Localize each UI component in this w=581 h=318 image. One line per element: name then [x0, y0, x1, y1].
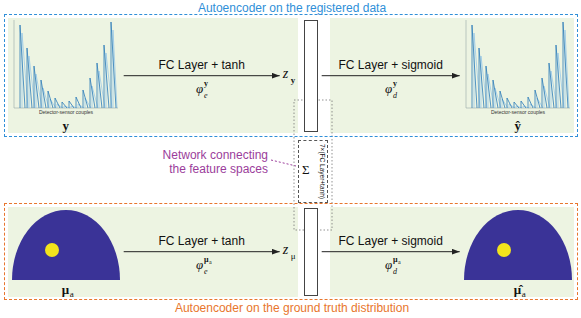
variable-subscript: a — [70, 289, 74, 299]
function-symbol: φ — [385, 81, 392, 96]
function-superscript: μ — [393, 255, 398, 264]
variable-subscript: a — [522, 289, 526, 299]
function-superscript: y — [204, 79, 208, 88]
sum-symbol: Σ — [302, 162, 310, 177]
encoder-group-box: Autoencoder on the registered datayzyŷ — [4, 14, 578, 137]
variable-label: μ̂ — [514, 282, 521, 297]
latent-subscript: μ — [291, 251, 296, 261]
absorption-image-node: μa — [10, 206, 122, 298]
reconstructed-absorption-node: μ̂a — [462, 206, 574, 298]
function-subscript: d — [393, 91, 397, 100]
connecting-network-box: Σ 7×(FC Layer+tanh) — [298, 140, 328, 203]
latent-vector-rect — [304, 208, 318, 296]
plot-axis — [14, 20, 118, 108]
absorption-map — [12, 210, 120, 280]
axis-label: Detector-sensor couples — [39, 109, 93, 115]
signal-trace-light — [22, 30, 117, 108]
layer-count-label: 7×(FC Layer+tanh) — [319, 144, 327, 199]
latent-code-box: zy — [282, 20, 320, 132]
latent-code-box: zμ — [282, 208, 320, 296]
spectrum-plot-reconstructed — [466, 20, 570, 108]
half-disk — [12, 210, 120, 280]
edge-label: FC Layer + tanh — [158, 234, 244, 248]
variable-label: ŷ — [514, 118, 521, 133]
function-symbol: φ — [196, 81, 203, 96]
absorption-map-reconstructed — [464, 210, 572, 280]
arrow-connector — [124, 251, 280, 252]
spectrum-plot — [14, 20, 118, 108]
latent-vector-rect — [304, 20, 318, 132]
edge-label: FC Layer + tanh — [158, 58, 244, 72]
connector-group — [124, 76, 460, 252]
group-title: Autoencoder on the ground truth distribu… — [175, 301, 409, 315]
function-symbol: φ — [385, 257, 392, 272]
function-subscript: e — [204, 91, 208, 100]
leader-line — [271, 160, 296, 166]
latent-symbol: z — [283, 242, 288, 258]
arrow-connector — [124, 75, 280, 76]
inclusion-dot — [45, 243, 59, 257]
ground-truth-group-box: Autoencoder on the ground truth distribu… — [4, 203, 578, 300]
function-superscript-subscript: a — [398, 259, 401, 266]
variable-label: μ — [62, 282, 69, 297]
green-panel — [8, 207, 298, 297]
function-subscript: e — [204, 267, 208, 276]
function-symbol: φ — [196, 257, 203, 272]
function-superscript: y — [393, 79, 397, 88]
green-panel — [8, 18, 298, 133]
variable-label: y — [62, 118, 69, 133]
function-subscript: d — [393, 267, 397, 276]
function-superscript-subscript: a — [209, 259, 212, 266]
latent-subscript: y — [291, 75, 296, 85]
axis-label: Detector-sensor couples — [491, 109, 545, 115]
latent-symbol: z — [283, 66, 288, 82]
function-superscript: μ — [204, 255, 209, 264]
signal-image-node: y — [10, 18, 122, 134]
reconstructed-signal-node: ŷ — [462, 18, 574, 134]
arrow-connector — [322, 75, 460, 76]
callout-note: Network connecting the feature spaces — [150, 148, 268, 176]
arrow-connector — [322, 251, 460, 252]
edge-label: FC Layer + sigmoid — [339, 58, 443, 72]
group-title: Autoencoder on the registered data — [198, 1, 386, 15]
signal-trace — [20, 22, 116, 108]
edge-label: FC Layer + sigmoid — [339, 234, 443, 248]
